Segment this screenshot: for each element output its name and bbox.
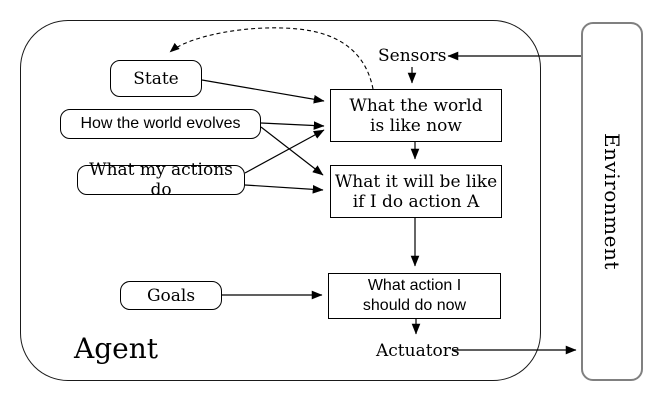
environment-label: Environment xyxy=(600,133,624,270)
node-goals-label: Goals xyxy=(146,285,196,306)
node-how-world-evolves-label: How the world evolves xyxy=(80,115,241,132)
node-state: State xyxy=(110,60,202,97)
node-world-now: What the world is like now xyxy=(330,89,502,142)
node-what-actions-do: What my actions do xyxy=(77,160,245,200)
sensors-label: Sensors xyxy=(378,46,447,66)
node-prediction-label: What it will be like if I do action A xyxy=(334,171,498,212)
node-action-choice-label: What action I should do now xyxy=(362,277,467,314)
node-prediction: What it will be like if I do action A xyxy=(330,165,502,218)
node-state-label: State xyxy=(133,68,179,89)
node-action-choice: What action I should do now xyxy=(328,273,501,319)
actuators-label: Actuators xyxy=(376,341,460,361)
agent-boundary xyxy=(20,20,541,381)
node-how-world-evolves: How the world evolves xyxy=(60,109,261,139)
environment-box: Environment xyxy=(581,22,643,381)
node-world-now-label: What the world is like now xyxy=(349,95,483,136)
node-what-actions-do-label: What my actions do xyxy=(89,160,233,200)
node-goals: Goals xyxy=(120,281,222,310)
agent-label: Agent xyxy=(74,332,158,365)
